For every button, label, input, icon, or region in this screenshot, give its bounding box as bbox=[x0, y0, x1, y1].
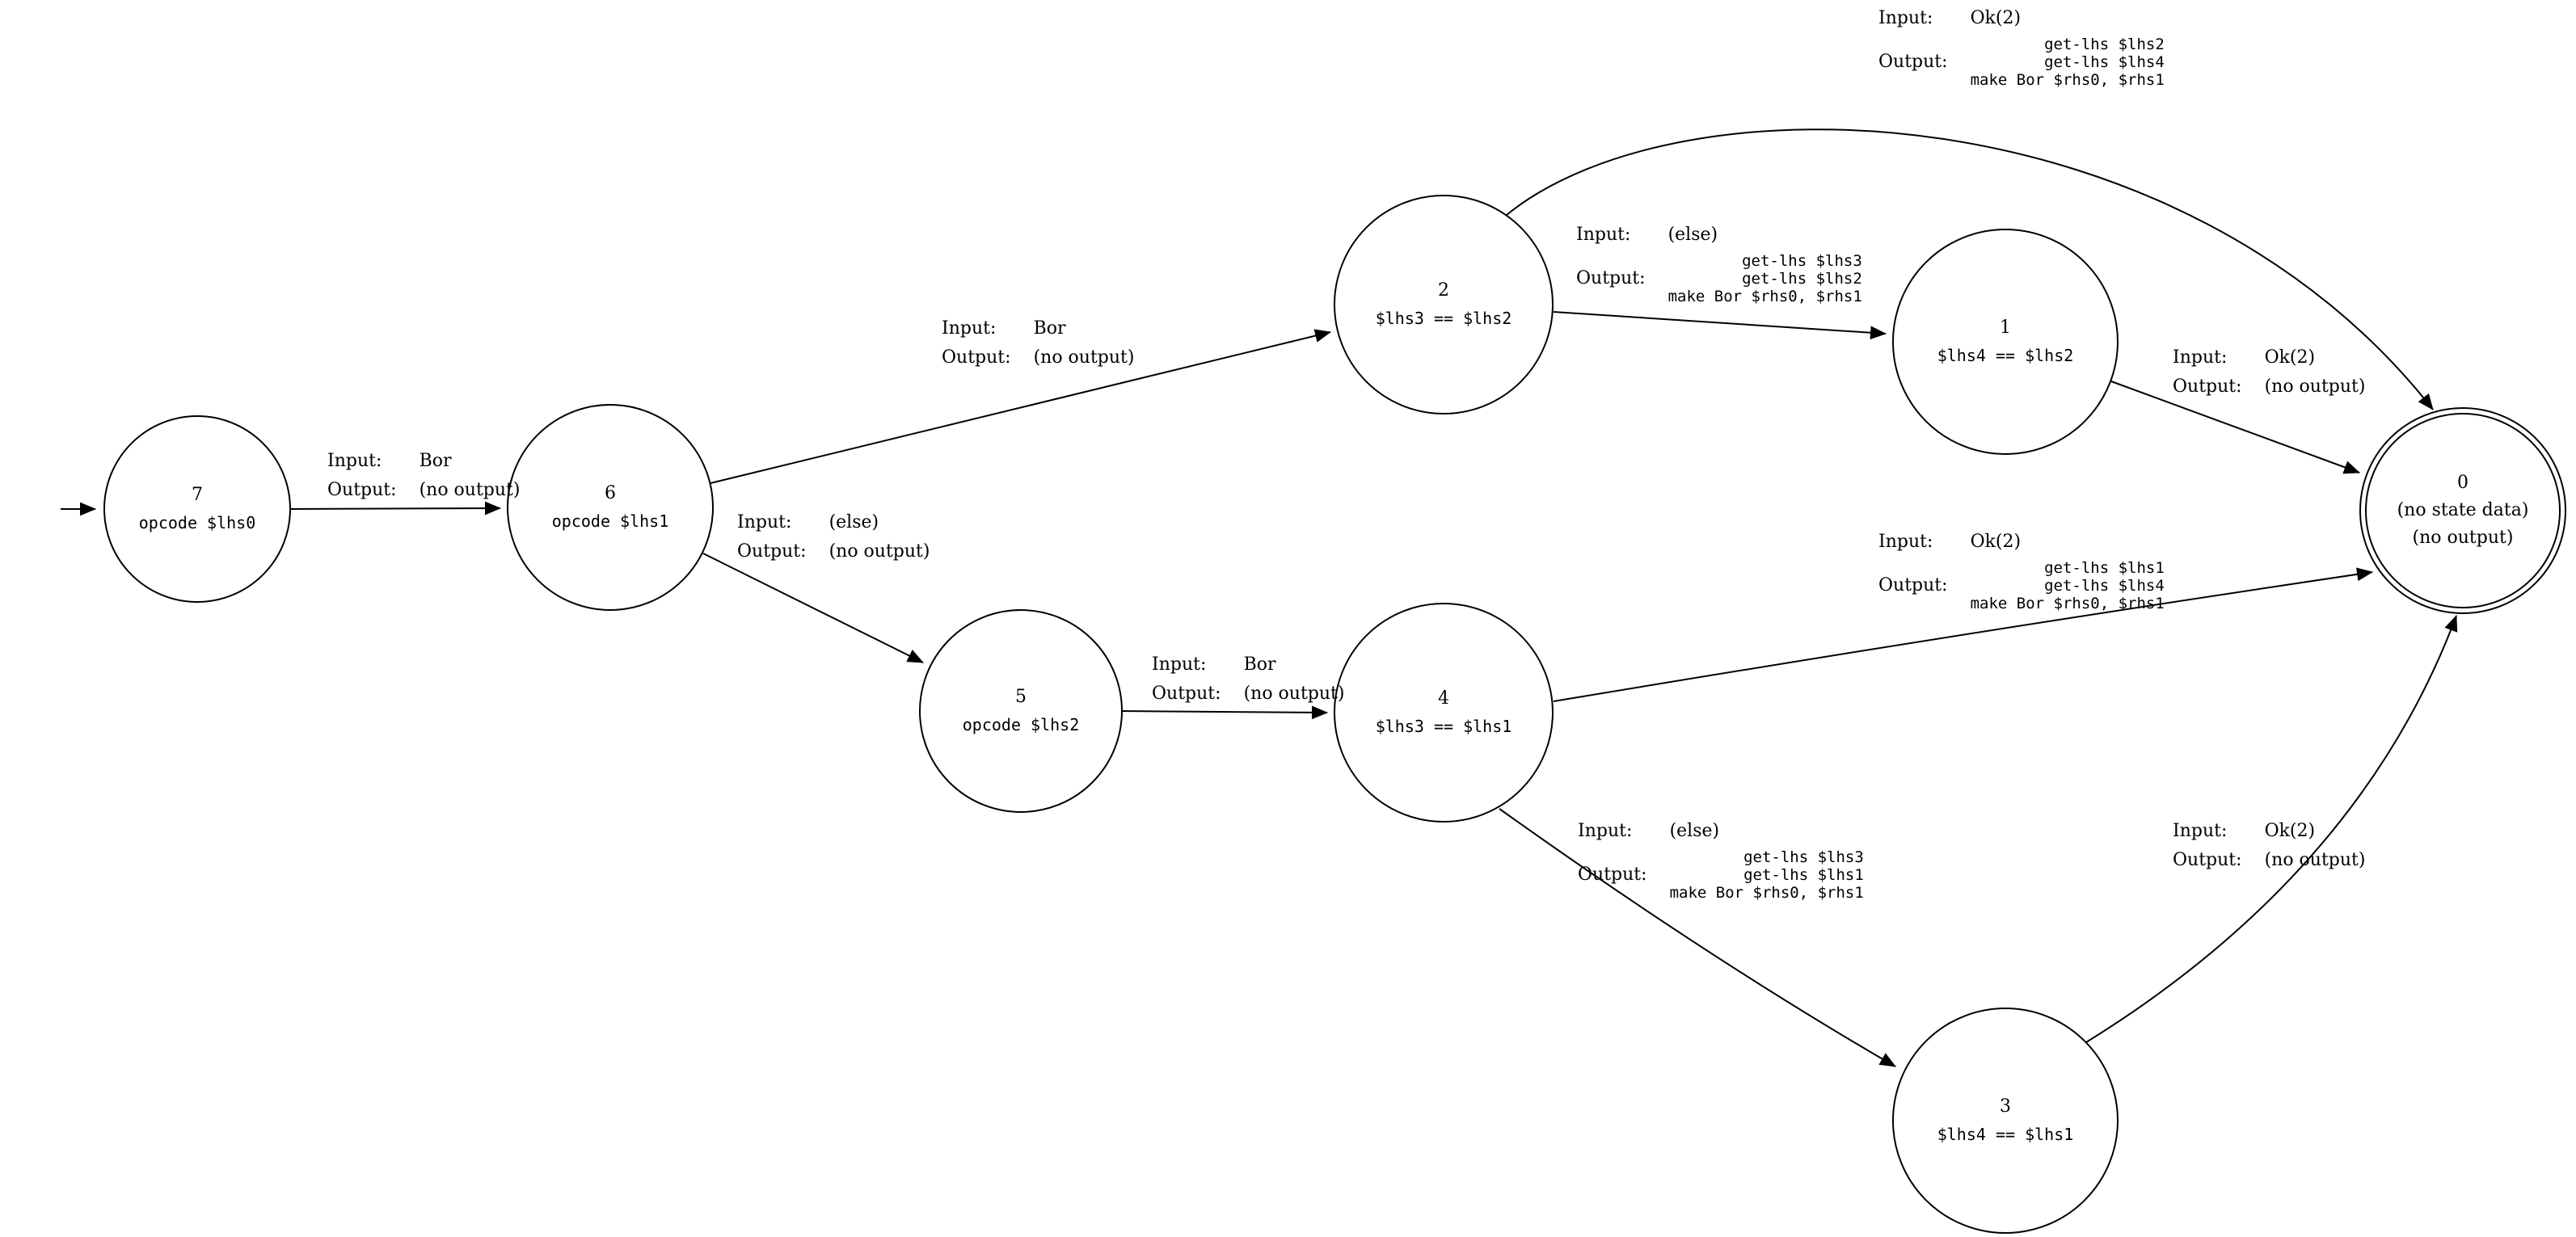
state-data-2-0: $lhs3 == $lhs2 bbox=[1375, 309, 1512, 328]
state-id-0: 0 bbox=[2457, 473, 2468, 493]
state-node-6: 6 opcode $lhs1 bbox=[507, 404, 714, 611]
edge-6-2 bbox=[710, 329, 1331, 484]
edge-input-key: Input: bbox=[1878, 8, 1933, 28]
edge-output-value: (no output) bbox=[828, 541, 930, 562]
edge-input-value: Ok(2) bbox=[1970, 8, 2022, 28]
edge-output-key: Output: bbox=[1152, 684, 1221, 704]
state-id-3: 3 bbox=[2000, 1096, 2011, 1117]
state-node-5: 5 opcode $lhs2 bbox=[919, 609, 1123, 813]
edge-input-value: Ok(2) bbox=[2264, 347, 2316, 368]
edge-input-key: Input: bbox=[1578, 821, 1633, 841]
edge-output-value: (no output) bbox=[2264, 850, 2366, 870]
state-node-1: 1 $lhs4 == $lhs2 bbox=[1892, 229, 2119, 455]
edge-input-key: Input: bbox=[2173, 347, 2228, 368]
state-node-2: 2 $lhs3 == $lhs2 bbox=[1334, 195, 1554, 414]
edge-input-value: Ok(2) bbox=[2264, 821, 2316, 841]
state-node-4: 4 $lhs3 == $lhs1 bbox=[1334, 603, 1554, 823]
edge-label-3-0: Input: Ok(2) Output: (no output) bbox=[2173, 819, 2365, 873]
state-data-4-0: $lhs3 == $lhs1 bbox=[1375, 717, 1512, 736]
edge-output-key: Output: bbox=[1578, 865, 1647, 885]
edge-label-1-0: Input: Ok(2) Output: (no output) bbox=[2173, 346, 2365, 399]
edge-2-1 bbox=[1553, 311, 1887, 340]
edge-input-key: Input: bbox=[1152, 654, 1207, 675]
edge-7-6 bbox=[290, 501, 501, 515]
edge-input-value: (else) bbox=[1667, 225, 1718, 245]
edge-3-0 bbox=[2085, 615, 2458, 1043]
state-node-3: 3 $lhs4 == $lhs1 bbox=[1892, 1008, 2119, 1234]
edge-input-value: Bor bbox=[1033, 318, 1066, 339]
edge-input-key: Input: bbox=[2173, 821, 2228, 841]
edge-input-value: (else) bbox=[828, 512, 879, 532]
edge-input-key: Input: bbox=[737, 512, 792, 532]
state-id-2: 2 bbox=[1438, 280, 1449, 301]
edge-input-key: Input: bbox=[1878, 532, 1933, 552]
edge-1-0 bbox=[2110, 381, 2360, 474]
edge-output-key: Output: bbox=[737, 541, 807, 562]
state-id-6: 6 bbox=[605, 483, 616, 503]
state-node-0: 0 (no state data) (no output) bbox=[2359, 407, 2566, 614]
edge-output-key: Output: bbox=[1576, 268, 1646, 288]
edge-input-key: Input: bbox=[942, 318, 997, 339]
state-id-1: 1 bbox=[2000, 318, 2011, 338]
edge-4-0 bbox=[1553, 567, 2373, 702]
edge-output-value: (no output) bbox=[1033, 347, 1135, 368]
edge-output-key: Output: bbox=[327, 480, 397, 500]
edge-output-key: Output: bbox=[2173, 850, 2242, 870]
edges-group bbox=[61, 128, 2458, 1067]
edge-input-value: Bor bbox=[1243, 654, 1276, 675]
state-id-7: 7 bbox=[192, 485, 203, 505]
edge-2-0 bbox=[1506, 128, 2434, 410]
edge-input-key: Input: bbox=[327, 451, 382, 471]
edge-input-key: Input: bbox=[1576, 225, 1631, 245]
edge-input-value: (else) bbox=[1669, 821, 1720, 841]
edge-output-key: Output: bbox=[2173, 377, 2242, 397]
edge-output-key: Output: bbox=[1878, 52, 1948, 72]
edge-4-3 bbox=[1499, 808, 1896, 1067]
edge-5-4 bbox=[1122, 705, 1328, 720]
state-id-5: 5 bbox=[1015, 687, 1027, 707]
edge-output-value: (no output) bbox=[419, 480, 521, 500]
edge-output-key: Output: bbox=[942, 347, 1011, 368]
state-node-7: 7 opcode $lhs0 bbox=[103, 415, 291, 603]
state-data-6-0: opcode $lhs1 bbox=[551, 511, 669, 531]
edge-input-value: Ok(2) bbox=[1970, 532, 2022, 552]
state-data-1-0: $lhs4 == $lhs2 bbox=[1937, 346, 2074, 365]
edge-output-key: Output: bbox=[1878, 575, 1948, 595]
edge-6-5 bbox=[702, 553, 924, 663]
state-data-7-0: opcode $lhs0 bbox=[138, 513, 256, 532]
state-data-5-0: opcode $lhs2 bbox=[962, 715, 1080, 734]
edge-output-value: (no output) bbox=[2264, 377, 2366, 397]
state-data-0-1: (no output) bbox=[2412, 528, 2514, 548]
edge-output-value: (no output) bbox=[1243, 684, 1345, 704]
state-data-3-0: $lhs4 == $lhs1 bbox=[1937, 1125, 2074, 1144]
edge-label-6-5: Input: (else) Output: (no output) bbox=[737, 511, 930, 564]
state-id-4: 4 bbox=[1438, 688, 1449, 709]
state-data-0-0: (no state data) bbox=[2397, 500, 2529, 520]
edge-input-value: Bor bbox=[419, 451, 452, 471]
